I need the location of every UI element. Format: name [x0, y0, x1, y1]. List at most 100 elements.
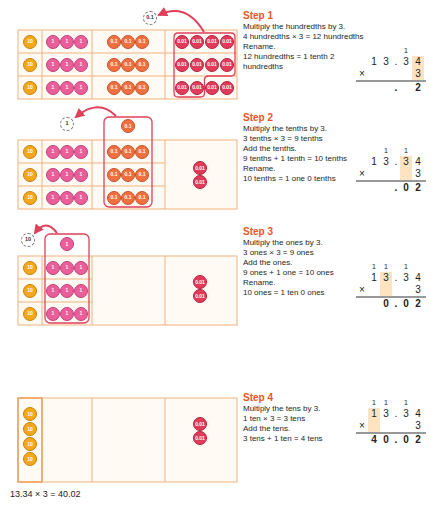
digit-cell: 1: [368, 408, 380, 420]
column-highlight: [380, 272, 392, 296]
counter-disc: 1: [46, 58, 60, 72]
digit-cell: 4: [412, 272, 424, 284]
disc-value: 0.01: [192, 39, 202, 44]
counter-disc: 1: [60, 191, 74, 205]
column-highlight: [412, 56, 424, 80]
disc-value: 0.1: [111, 62, 118, 67]
explanation-text: 9 tenths + 1 tenth = 10 tenths: [243, 154, 353, 164]
disc-value: 10: [27, 265, 33, 270]
counter-disc: 1: [46, 307, 60, 321]
disc-value: 0.01: [207, 39, 217, 44]
disc-value: 1: [52, 149, 55, 154]
counter-disc: 0.1: [135, 58, 149, 72]
disc-value: 0.01: [195, 166, 205, 171]
digit-cell: 3: [412, 168, 424, 180]
disc-value: 1: [52, 195, 55, 200]
counter-disc: 10: [23, 307, 37, 321]
counter-disc: 1: [74, 191, 88, 205]
counter-disc: 0.01: [193, 417, 207, 431]
explanation-text: Rename.: [243, 42, 353, 52]
product-digit: 4: [368, 434, 380, 446]
explanation-text: 1 ten × 3 = 3 tens: [243, 414, 353, 424]
counter-disc: 0.1: [121, 119, 135, 133]
explanation-text: 9 ones + 1 one = 10 ones: [243, 268, 353, 278]
disc-value: 1: [80, 85, 83, 90]
digit-cell: 4: [412, 56, 424, 68]
digit-cell: 3: [380, 272, 392, 284]
disc-value: 10: [27, 172, 33, 177]
digit-cell: 4: [412, 156, 424, 168]
counter-disc: 1: [46, 145, 60, 159]
counter-disc: 1: [60, 58, 74, 72]
place-value-chart: [18, 398, 237, 482]
product-digit: 0: [380, 298, 392, 310]
regrouped-placeholder: 1: [60, 117, 74, 131]
disc-value: 10: [27, 85, 33, 90]
disc-value: 1: [52, 62, 55, 67]
digit-cell: 3: [400, 272, 412, 284]
product-digit: 2: [412, 82, 424, 94]
counter-disc: 10: [23, 407, 37, 421]
product-digit: 0: [400, 434, 412, 446]
disc-value: 1: [66, 85, 69, 90]
disc-value: 10: [27, 311, 33, 316]
digit-cell: .: [390, 156, 402, 168]
disc-value: 1: [66, 62, 69, 67]
counter-disc: 1: [74, 35, 88, 49]
product-digit: .: [390, 298, 402, 310]
digit-cell: ×: [356, 420, 368, 432]
disc-value: 0.01: [177, 62, 187, 67]
counter-disc: 10: [23, 168, 37, 182]
counter-disc: 0.01: [193, 161, 207, 175]
disc-value: 10: [27, 288, 33, 293]
counter-disc: 0.1: [135, 145, 149, 159]
product-digit: 2: [412, 434, 424, 446]
heading-text: Step 2: [243, 112, 433, 124]
carry-digit: 1: [400, 146, 412, 156]
caption-text: 13.34 × 3 = 40.02: [10, 488, 81, 500]
disc-value: 10: [27, 442, 33, 447]
counter-disc: 0.01: [220, 81, 234, 95]
disc-value: 1: [80, 288, 83, 293]
disc-value: 0.1: [125, 39, 132, 44]
digit-cell: 3: [400, 156, 412, 168]
carry-digit: 1: [368, 398, 380, 408]
disc-value: 1: [52, 265, 55, 270]
counter-disc: 0.01: [205, 81, 219, 95]
explanation-text: Multiply the tens by 3.: [243, 404, 353, 414]
counter-disc: 0.1: [135, 168, 149, 182]
counter-disc: 0.01: [175, 35, 189, 49]
explanation-text: Multiply the ones by 3.: [243, 238, 433, 248]
digit-cell: ×: [356, 68, 368, 80]
explanation-text: Multiply the hundredths by 3.: [243, 22, 433, 32]
disc-value: 0.1: [125, 195, 132, 200]
disc-value: 0.1: [139, 85, 146, 90]
disc-value: 0.1: [111, 85, 118, 90]
disc-value: 0.01: [195, 180, 205, 185]
digit-cell: 1: [368, 156, 380, 168]
counter-disc: 10: [23, 191, 37, 205]
disc-value: 1: [80, 62, 83, 67]
tens-column-box: [18, 398, 42, 482]
counter-disc: 0.01: [193, 431, 207, 445]
digit-cell: 3: [380, 56, 392, 68]
counter-disc: 0.01: [193, 275, 207, 289]
counter-disc: 1: [60, 307, 74, 321]
disc-value: 0.1: [125, 85, 132, 90]
place-value-chart: [18, 256, 237, 325]
disc-value: 0.1: [111, 149, 118, 154]
counter-disc: 0.1: [121, 168, 135, 182]
disc-value: 10: [27, 39, 33, 44]
disc-value: 0.1: [111, 39, 118, 44]
counter-disc: 1: [46, 35, 60, 49]
counter-disc: 0.1: [107, 58, 121, 72]
explanation-text: Add the tens.: [243, 424, 353, 434]
counter-disc: 0.1: [107, 191, 121, 205]
disc-value: 0.1: [139, 149, 146, 154]
counter-disc: 0.1: [107, 35, 121, 49]
regroup-outline: [45, 234, 89, 323]
sum-rule: [356, 433, 426, 434]
disc-value: 1: [80, 195, 83, 200]
